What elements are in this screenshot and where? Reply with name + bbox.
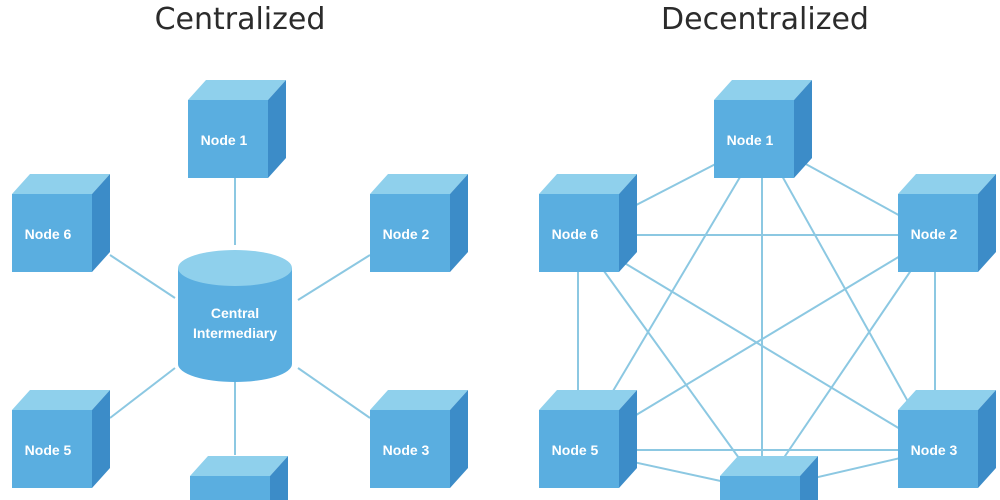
node-label: Node 6 xyxy=(25,226,72,242)
node-label: Node 6 xyxy=(552,226,599,242)
link-center-node3 xyxy=(297,367,371,419)
link-center-node5 xyxy=(109,367,176,419)
decentralized-title: Decentralized xyxy=(661,2,869,37)
central-label-line2: Intermediary xyxy=(193,325,277,341)
mesh-link xyxy=(761,234,936,491)
node-label: Node 5 xyxy=(552,442,599,458)
node-label: Node 2 xyxy=(911,226,958,242)
decentralized-node-1: Node 1 xyxy=(714,80,812,178)
node-label: Node 3 xyxy=(911,442,958,458)
centralized-node-3: Node 3 xyxy=(370,390,468,488)
mesh-link xyxy=(577,234,763,491)
central-intermediary: Central Intermediary xyxy=(178,250,292,382)
link-center-node6 xyxy=(109,254,176,299)
link-center-node2 xyxy=(297,254,371,301)
centralized-links xyxy=(109,178,371,455)
centralized-node-5: Node 5 xyxy=(12,390,110,488)
central-label-line1: Central xyxy=(211,305,259,321)
decentralized-node-6: Node 6 xyxy=(539,174,637,272)
node-label: Node 1 xyxy=(201,132,248,148)
decentralized-node-2: Node 2 xyxy=(898,174,996,272)
node-label: Node 2 xyxy=(383,226,430,242)
decentralized-node-5: Node 5 xyxy=(539,390,637,488)
node-label: Node 3 xyxy=(383,442,430,458)
centralized-title: Centralized xyxy=(154,2,326,37)
decentralized-node-3: Node 3 xyxy=(898,390,996,488)
centralized-node-1: Node 1 xyxy=(188,80,286,178)
centralized-node-6: Node 6 xyxy=(12,174,110,272)
decentralized-node-4 xyxy=(720,456,818,500)
mesh-link xyxy=(577,234,936,451)
mesh-link xyxy=(761,139,936,451)
centralized-node-4 xyxy=(190,456,288,500)
node-label: Node 5 xyxy=(25,442,72,458)
centralized-node-2: Node 2 xyxy=(370,174,468,272)
node-label: Node 1 xyxy=(727,132,774,148)
